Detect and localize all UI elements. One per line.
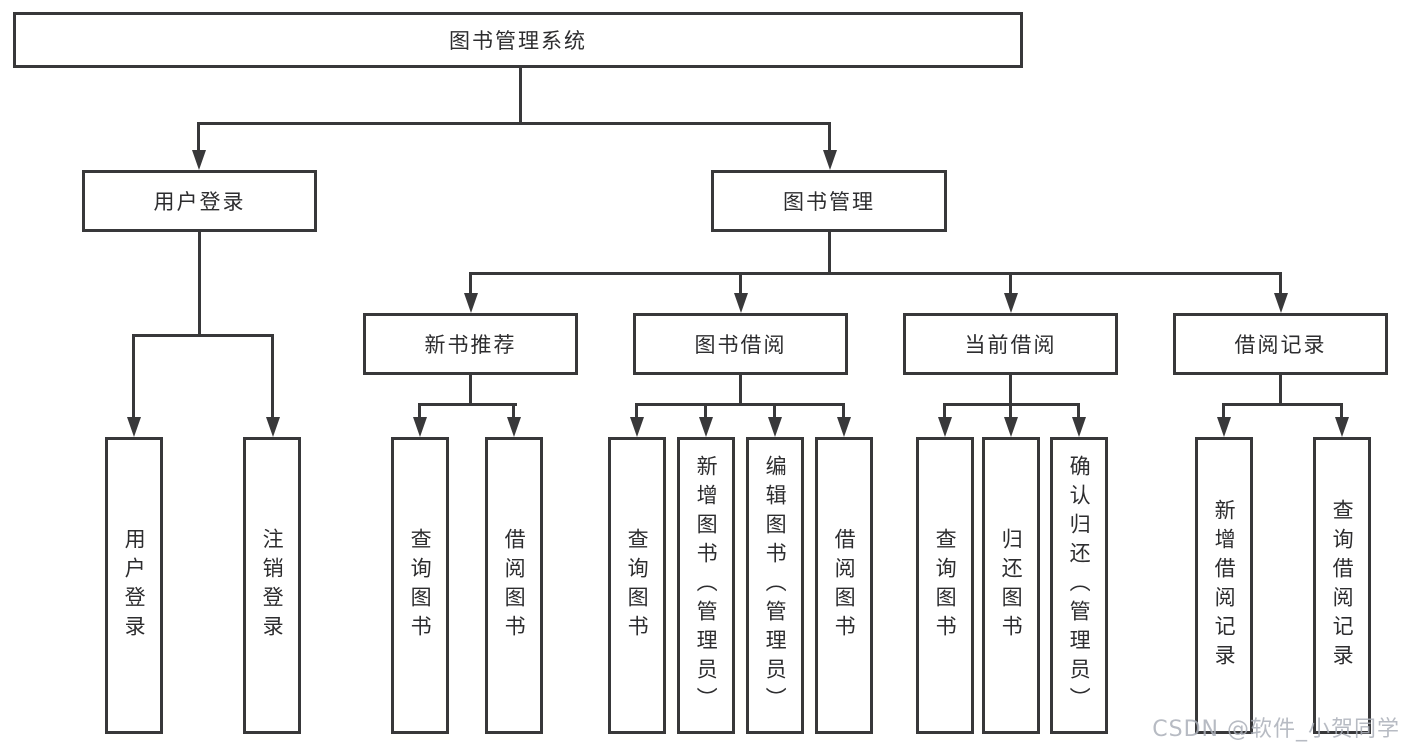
- leaf-label: 查询图书: [408, 527, 433, 644]
- arrow-down-icon: [1077, 403, 1080, 417]
- csdn-watermark: CSDN @软件_小贺同学: [1152, 717, 1400, 742]
- node-root-label: 图书管理系统: [449, 29, 587, 53]
- node-book-management-label: 图书管理: [783, 190, 875, 214]
- leaf-label: 注销登录: [260, 527, 285, 644]
- arrow-down-icon: [132, 334, 135, 417]
- leaf-borrow-books-borrowing: 借阅图书: [815, 437, 873, 734]
- node-current-borrowing-label: 当前借阅: [964, 333, 1057, 357]
- leaf-label: 新增图书（管理员）: [694, 455, 719, 716]
- arrow-down-icon: [197, 122, 200, 150]
- arrow-down-icon: [469, 272, 472, 293]
- leaf-label: 新增借阅记录: [1212, 498, 1237, 673]
- connector-records-split: [1222, 403, 1343, 406]
- leaf-label: 查询图书: [625, 527, 650, 644]
- node-user-login: 用户登录: [82, 170, 317, 232]
- leaf-return-books: 归还图书: [982, 437, 1040, 734]
- arrow-down-icon: [1009, 272, 1012, 293]
- arrow-down-icon: [1279, 272, 1282, 293]
- arrow-down-icon: [704, 403, 707, 417]
- node-book-borrowing-label: 图书借阅: [694, 333, 787, 357]
- connector-borrowing-split: [635, 403, 845, 406]
- leaf-label: 查询图书: [933, 527, 958, 644]
- connector-borrowing-stem: [739, 375, 742, 405]
- arrow-down-icon: [1340, 403, 1343, 417]
- leaf-label: 归还图书: [999, 527, 1024, 644]
- leaf-confirm-return-admin: 确认归还（管理员）: [1050, 437, 1108, 734]
- arrow-down-icon: [512, 403, 515, 417]
- arrow-down-icon: [842, 403, 845, 417]
- arrow-down-icon: [418, 403, 421, 417]
- connector-user-login-stem: [198, 232, 201, 337]
- leaf-query-books-borrowing: 查询图书: [608, 437, 666, 734]
- leaf-query-books-recommend: 查询图书: [391, 437, 449, 734]
- leaf-edit-book-admin: 编辑图书（管理员）: [746, 437, 804, 734]
- node-user-login-label: 用户登录: [153, 190, 246, 214]
- arrow-down-icon: [739, 272, 742, 293]
- connector-new-book-split: [418, 403, 517, 406]
- leaf-label: 用户登录: [122, 527, 147, 644]
- connector-modules-split: [469, 272, 1282, 275]
- leaf-query-books-current: 查询图书: [916, 437, 974, 734]
- arrow-down-icon: [1222, 403, 1225, 417]
- leaf-add-book-admin: 新增图书（管理员）: [677, 437, 735, 734]
- connector-current-stem: [1009, 375, 1012, 405]
- node-borrowing-records-label: 借阅记录: [1234, 333, 1327, 357]
- node-book-management: 图书管理: [711, 170, 947, 232]
- arrow-down-icon: [773, 403, 776, 417]
- leaf-query-borrow-record: 查询借阅记录: [1313, 437, 1371, 734]
- leaf-label: 查询借阅记录: [1330, 498, 1355, 673]
- leaf-user-login: 用户登录: [105, 437, 163, 734]
- leaf-label: 借阅图书: [832, 527, 857, 644]
- arrow-down-icon: [271, 334, 274, 417]
- node-current-borrowing: 当前借阅: [903, 313, 1118, 375]
- node-new-book-recommend: 新书推荐: [363, 313, 578, 375]
- node-borrowing-records: 借阅记录: [1173, 313, 1388, 375]
- node-new-book-recommend-label: 新书推荐: [424, 333, 517, 357]
- connector-book-management-stem: [828, 232, 831, 275]
- leaf-logout: 注销登录: [243, 437, 301, 734]
- connector-root-stem: [519, 68, 522, 125]
- connector-user-login-split: [132, 334, 274, 337]
- arrow-down-icon: [828, 122, 831, 150]
- leaf-borrow-books-recommend: 借阅图书: [485, 437, 543, 734]
- connector-records-stem: [1279, 375, 1282, 405]
- node-root: 图书管理系统: [13, 12, 1023, 68]
- arrow-down-icon: [1009, 403, 1012, 417]
- connector-root-split: [197, 122, 831, 125]
- leaf-label: 确认归还（管理员）: [1067, 455, 1092, 716]
- node-book-borrowing: 图书借阅: [633, 313, 848, 375]
- leaf-label: 编辑图书（管理员）: [763, 455, 788, 716]
- arrow-down-icon: [635, 403, 638, 417]
- connector-new-book-stem: [469, 375, 472, 405]
- leaf-add-borrow-record: 新增借阅记录: [1195, 437, 1253, 734]
- arrow-down-icon: [943, 403, 946, 417]
- leaf-label: 借阅图书: [502, 527, 527, 644]
